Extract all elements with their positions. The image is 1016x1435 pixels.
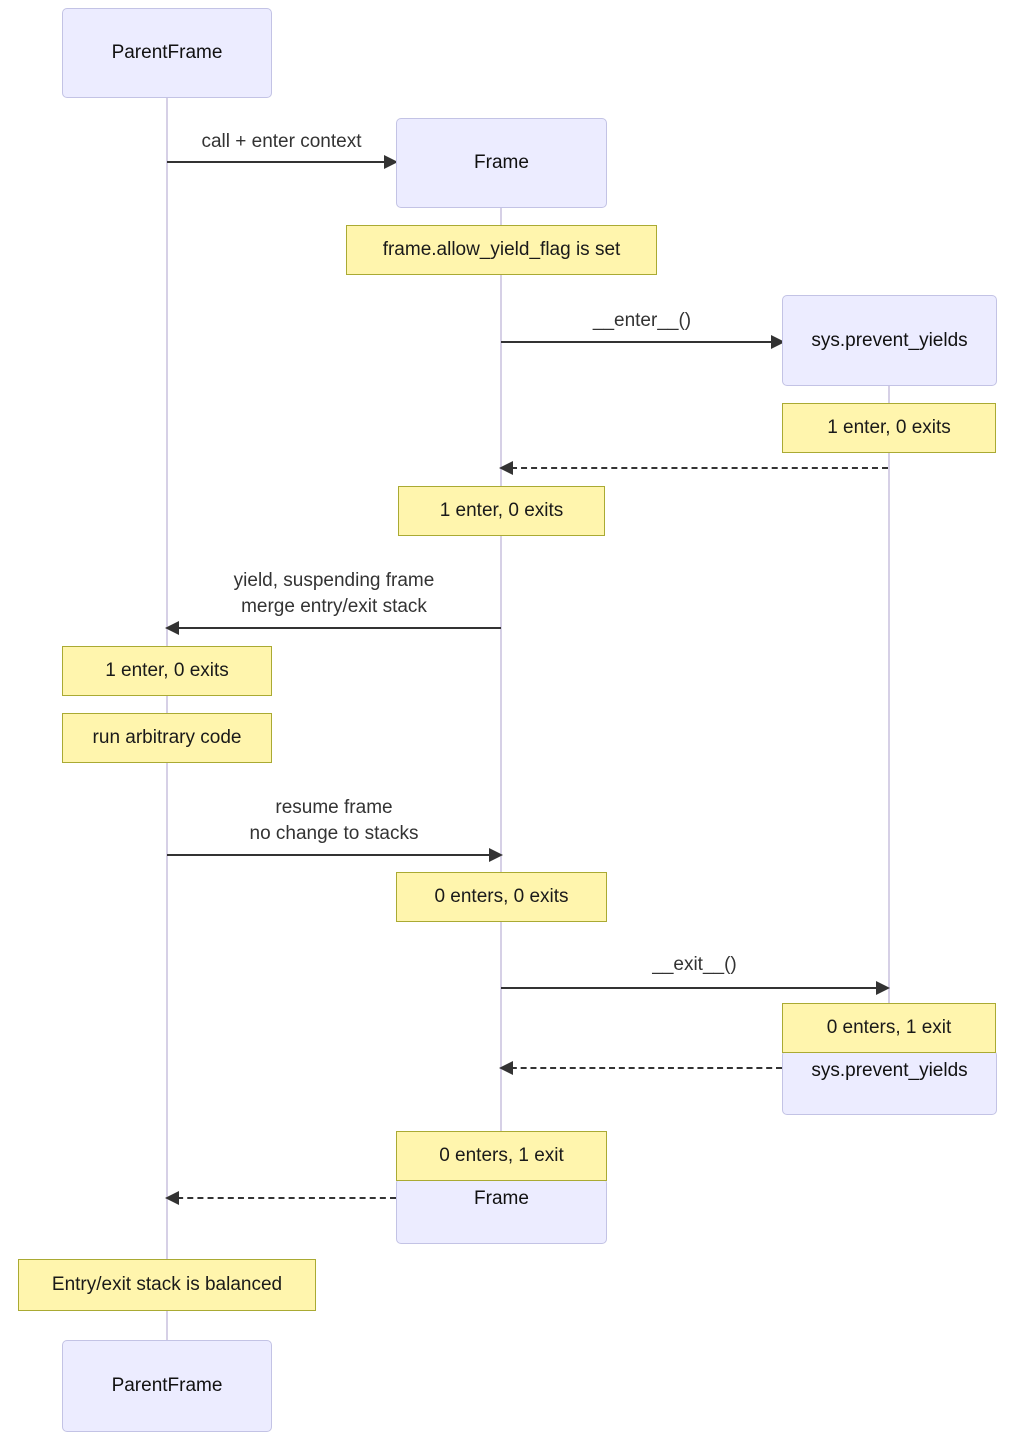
arrowhead-icon: [876, 981, 890, 995]
message-label-yield-line1: yield, suspending frame: [233, 570, 435, 591]
actor-parentframe-top: ParentFrame: [62, 8, 272, 98]
arrow-yield: [165, 621, 501, 635]
arrow-call-enter-context: [167, 155, 398, 169]
arrow-enter-method: [501, 335, 785, 349]
note-stack-balanced: Entry/exit stack is balanced: [18, 1259, 316, 1311]
arrow-exit-return: [499, 1061, 782, 1075]
arrowhead-icon: [499, 461, 513, 475]
note-sys-after-enter: 1 enter, 0 exits: [782, 403, 996, 453]
message-label-resume: resume frame no change to stacks: [167, 795, 501, 847]
note-sys-after-exit: 0 enters, 1 exit: [782, 1003, 996, 1053]
arrowhead-icon: [384, 155, 398, 169]
note-parent-after-yield: 1 enter, 0 exits: [62, 646, 272, 696]
actor-parentframe-end: ParentFrame: [62, 1340, 272, 1432]
message-label-call-enter-context: call + enter context: [201, 131, 362, 152]
lifeline-frame: [500, 208, 502, 1178]
arrowhead-icon: [499, 1061, 513, 1075]
note-frame-after-resume: 0 enters, 0 exits: [396, 872, 607, 922]
message-label-exit-method: __exit__(): [652, 954, 737, 975]
message-label-enter-method: __enter__(): [592, 310, 692, 331]
actor-sys-prevent-yields-top: sys.prevent_yields: [782, 295, 997, 386]
arrowhead-icon: [489, 848, 503, 862]
arrowhead-icon: [165, 1191, 179, 1205]
message-label-yield: yield, suspending frame merge entry/exit…: [167, 568, 501, 620]
arrow-exit-method: [501, 981, 890, 995]
message-label-resume-line2: no change to stacks: [249, 823, 419, 844]
note-frame-after-exit: 0 enters, 1 exit: [396, 1131, 607, 1181]
note-allow-yield-flag: frame.allow_yield_flag is set: [346, 225, 657, 275]
actor-frame-top: Frame: [396, 118, 607, 208]
lifeline-sys-prevent-yields: [888, 386, 890, 1050]
actor-sys-prevent-yields-end: sys.prevent_yields: [782, 1050, 997, 1115]
message-label-resume-line1: resume frame: [275, 797, 393, 818]
arrow-frame-return: [165, 1191, 396, 1205]
actor-frame-end: Frame: [396, 1178, 607, 1244]
note-run-arbitrary-code: run arbitrary code: [62, 713, 272, 763]
arrowhead-icon: [771, 335, 785, 349]
message-label-yield-line2: merge entry/exit stack: [241, 596, 427, 617]
note-frame-after-enter: 1 enter, 0 exits: [398, 486, 605, 536]
arrowhead-icon: [165, 621, 179, 635]
arrow-enter-return: [499, 461, 888, 475]
arrow-resume: [167, 848, 503, 862]
